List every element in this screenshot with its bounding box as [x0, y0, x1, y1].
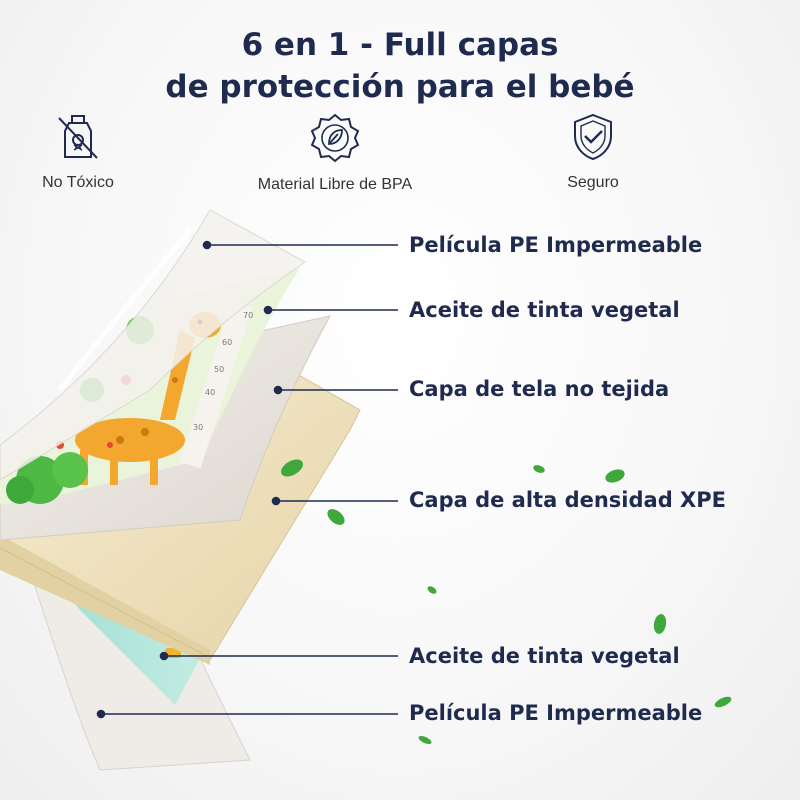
ruler-number: 60 — [222, 338, 232, 347]
ruler-number: 70 — [243, 311, 253, 320]
layer-label-pe-film-bottom: Película PE Impermeable — [409, 701, 703, 725]
ruler-number: 30 — [193, 423, 203, 432]
callout-lines — [96, 240, 398, 719]
xpe-foam-side — [0, 535, 210, 665]
top-pe-film — [0, 209, 306, 481]
feature-bpa-free: Material Libre de BPA — [225, 112, 445, 194]
feature-label-bpa-free: Material Libre de BPA — [257, 176, 413, 193]
feature-label-safe: Seguro — [567, 174, 619, 191]
feature-no-toxic: No Tóxico — [0, 112, 188, 192]
layer-label-xpe: Capa de alta densidad XPE — [409, 488, 726, 512]
ruler-strip — [179, 300, 253, 469]
ruler-numbers: 70 60 50 40 30 — [193, 311, 253, 432]
layer-label-vegetable-ink-bottom: Aceite de tinta vegetal — [409, 644, 680, 668]
floating-leaves — [281, 459, 732, 745]
title-line-2: de protección para el bebé — [165, 69, 635, 105]
no-toxic-bottle-icon — [58, 115, 98, 159]
layer-label-vegetable-ink-top: Aceite de tinta vegetal — [409, 298, 680, 322]
ruler-number: 40 — [205, 388, 215, 397]
ruler-number: 50 — [214, 365, 224, 374]
title-line-1: 6 en 1 - Full capas — [241, 27, 559, 63]
shield-check-icon — [574, 113, 612, 161]
feature-safe: Seguro — [483, 112, 703, 192]
pe-film-sheen — [58, 228, 192, 392]
page-title: 6 en 1 - Full capas de protección para e… — [0, 24, 800, 108]
feature-label-no-toxic: No Tóxico — [42, 174, 114, 191]
layer-label-non-woven: Capa de tela no tejida — [409, 377, 670, 401]
layer-label-pe-film-top: Película PE Impermeable — [409, 233, 703, 257]
leaf-badge-icon — [310, 113, 360, 163]
